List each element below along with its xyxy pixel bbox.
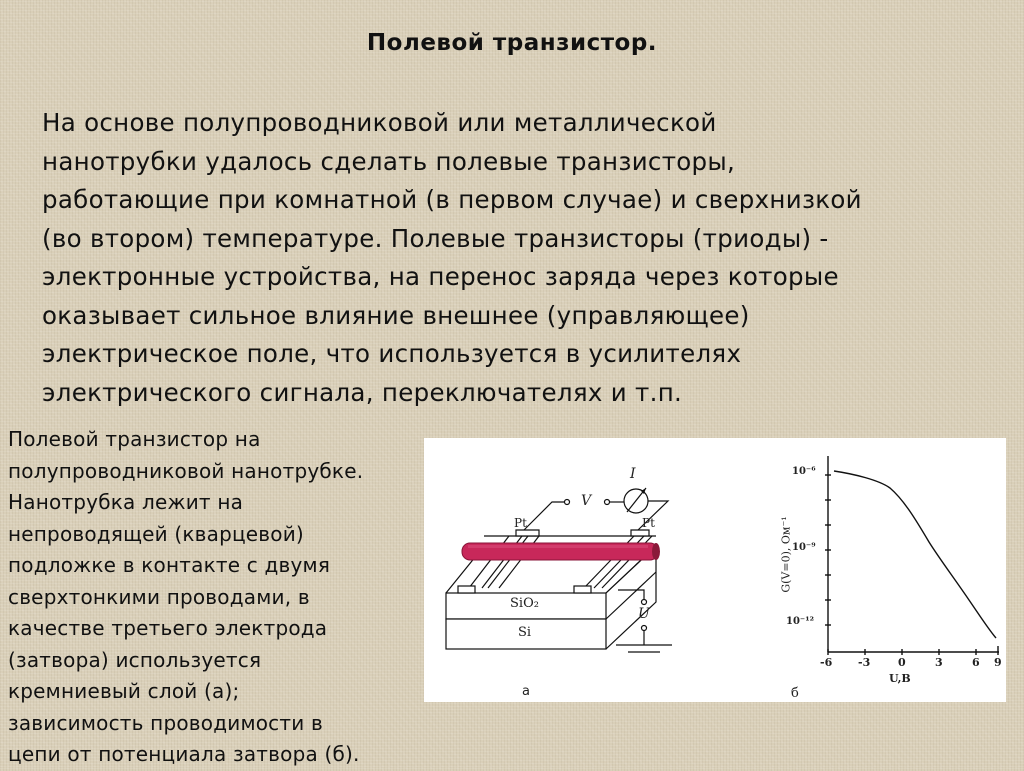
- figure-a-label: а: [522, 684, 530, 699]
- nanotube: [461, 542, 660, 561]
- main-paragraph-line: электрическое поле, что используется в у…: [42, 339, 742, 368]
- y-tick-1e-12: 10⁻¹²: [786, 616, 814, 627]
- main-paragraph-line: (во втором) температуре. Полевые транзис…: [42, 223, 829, 253]
- caption-line: качестве третьего электрода: [8, 616, 328, 640]
- current-label: I: [630, 466, 636, 482]
- y-axis-label: G(V=0), Ом⁻¹: [779, 516, 793, 593]
- caption-line: полупроводниковой нанотрубке.: [8, 458, 364, 483]
- y-tick-1e-6: 10⁻⁶: [792, 466, 816, 477]
- x-tick-0: 0: [898, 656, 906, 669]
- x-tick-neg3: -3: [858, 656, 871, 669]
- voltage-label: V: [581, 493, 592, 509]
- x-axis-label: U,В: [889, 672, 911, 685]
- main-paragraph-line: нанотрубки удалось сделать полевые транз…: [42, 146, 736, 176]
- figure-panel: I V Pt Pt SiO₂ Si U а 1: [424, 438, 1006, 702]
- x-tick-9: 9: [994, 656, 1002, 669]
- figure-caption: Полевой транзистор на полупроводниковой …: [8, 424, 418, 771]
- caption-line: сверхтонкими проводами, в: [8, 584, 310, 609]
- caption-line: зависимость проводимости в: [8, 710, 323, 735]
- contact-right-label: Pt: [642, 516, 655, 530]
- slide-title: Полевой транзистор.: [366, 30, 658, 56]
- main-paragraph-line: работающие при комнатной (в первом случа…: [42, 185, 862, 214]
- layer-si-label: Si: [518, 625, 532, 640]
- caption-line: Нанотрубка лежит на: [8, 490, 244, 514]
- main-paragraph: На основе полупроводниковой или металлич…: [42, 104, 1002, 412]
- main-paragraph-line: электронные устройства, на перенос заряд…: [42, 262, 839, 291]
- y-tick-1e-9: 10⁻⁹: [792, 542, 816, 553]
- gate-voltage-label: U: [638, 606, 650, 622]
- caption-line: (затвора) используется: [8, 647, 262, 672]
- main-paragraph-line: оказывает сильное влияние внешнее (управ…: [42, 300, 750, 330]
- transistor-diagram: [445, 487, 672, 653]
- caption-line: Полевой транзистор на: [8, 427, 261, 451]
- layer-sio2-label: SiO₂: [510, 596, 539, 611]
- caption-line: цепи от потенциала затвора (б).: [8, 742, 360, 766]
- contact-left-label: Pt: [514, 516, 527, 530]
- caption-line: кремниевый слой (а);: [8, 679, 240, 703]
- main-paragraph-line: На основе полупроводниковой или металлич…: [42, 108, 717, 137]
- x-tick-neg6: -6: [820, 656, 833, 669]
- x-tick-6: 6: [972, 656, 980, 669]
- x-tick-3: 3: [935, 656, 943, 669]
- main-paragraph-line: электрического сигнала, переключателях и…: [42, 377, 683, 407]
- caption-line: подложке в контакте с двумя: [8, 553, 331, 577]
- caption-line: непроводящей (кварцевой): [8, 521, 304, 546]
- figure-b-label: б: [791, 686, 799, 701]
